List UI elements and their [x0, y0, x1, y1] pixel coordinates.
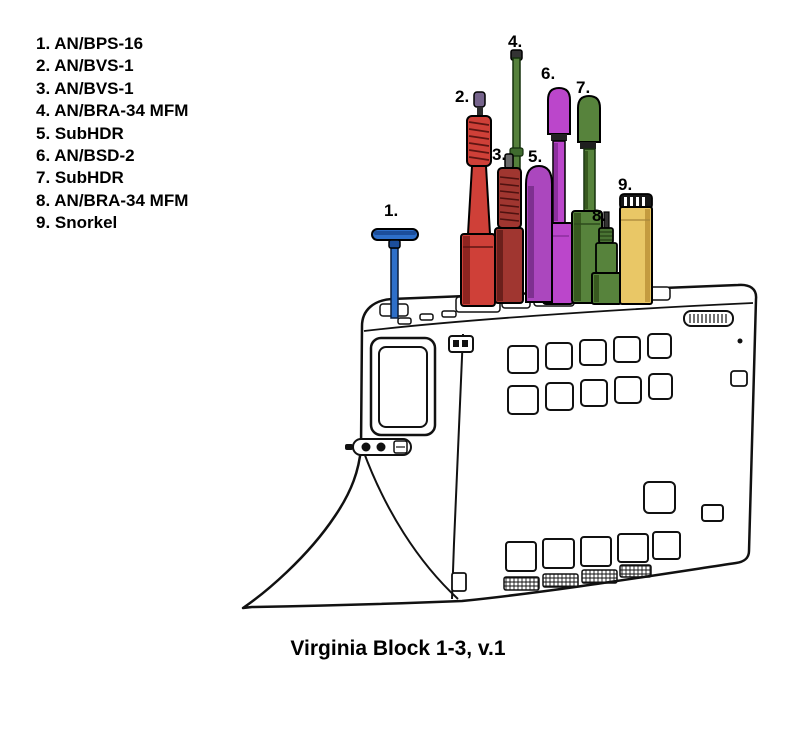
roller-icon: [376, 442, 386, 452]
upper-panels: [507, 333, 673, 415]
legend-item-9: 9. Snorkel: [36, 213, 118, 233]
mast-9-snorkel: [619, 193, 653, 305]
deck-cleats: [397, 310, 457, 325]
callout-4: 4.: [508, 32, 523, 51]
callout-7: 7.: [576, 78, 591, 97]
fairing-seam-line: [362, 449, 459, 600]
forward-fitting: [345, 438, 412, 456]
mast-1-anbps16: [371, 228, 419, 319]
mid-panels: [643, 481, 724, 522]
callout-9: 9.: [618, 175, 633, 194]
deck-edge-line: [363, 302, 754, 332]
callout-1: 1.: [384, 201, 399, 220]
diagram-caption: Virginia Block 1-3, v.1: [290, 637, 506, 660]
legend-list: 1. AN/BPS-16 2. AN/BVS-1 3. AN/BVS-1 4. …: [36, 33, 188, 235]
aft-louver: [683, 310, 734, 327]
legend-item-1: 1. AN/BPS-16: [36, 34, 144, 53]
mast-3-anbvs1: [494, 153, 524, 304]
aft-access-panel: [730, 370, 748, 387]
mast-2-anbvs1: [460, 91, 496, 307]
bridge-windows: [369, 336, 437, 437]
sail-body: [241, 283, 758, 610]
legend-item-2: 2. AN/BVS-1: [36, 56, 134, 76]
hull-marker-dot: [737, 338, 743, 344]
callout-2: 2.: [455, 87, 470, 106]
bottom-hatches: [505, 531, 681, 572]
legend-item-6: 6. AN/BSD-2: [36, 146, 135, 166]
roller-icon: [361, 442, 371, 452]
mast-8-anbra34-mfm: [591, 211, 622, 305]
legend-item-5: 5. SubHDR: [36, 123, 124, 143]
latch-box: [448, 335, 474, 353]
legend-item-8: 8. AN/BRA-34 MFM: [36, 190, 189, 210]
legend-item-4: 4. AN/BRA-34 MFM: [36, 101, 189, 121]
hull-seam-line: [451, 333, 464, 600]
front-access-panel: [451, 572, 467, 592]
mast-5-subhdr: [525, 164, 553, 303]
callout-5: 5.: [528, 147, 543, 166]
legend-item-7: 7. SubHDR: [36, 168, 124, 188]
callout-8: 8.: [592, 206, 607, 225]
callout-3: 3.: [492, 145, 507, 164]
callout-6: 6.: [541, 64, 556, 83]
legend-item-3: 3. AN/BVS-1: [36, 78, 134, 98]
vent-grilles: [503, 564, 652, 591]
